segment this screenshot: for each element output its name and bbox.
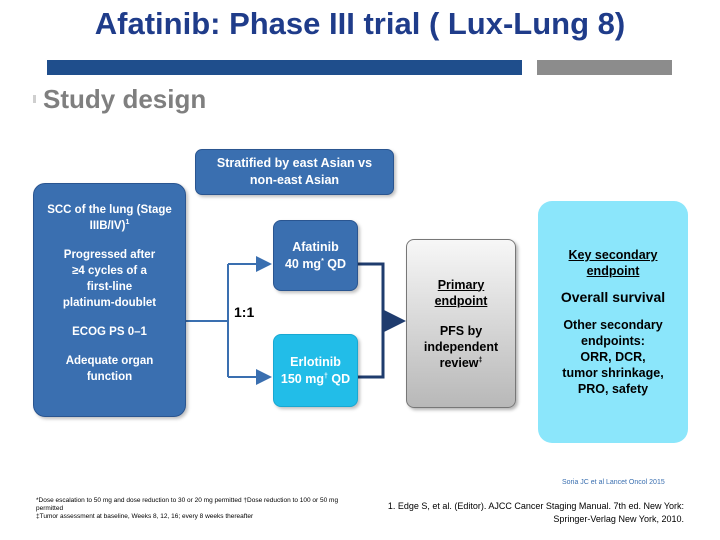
criterion-progression-line-2: ≥4 cycles of a bbox=[72, 265, 147, 277]
subtitle-bullet bbox=[33, 95, 36, 103]
primary-endpoint-text-3: review‡ bbox=[440, 355, 483, 371]
erlotinib-drug-name: Erlotinib bbox=[290, 354, 341, 369]
citation: Soria JC et al Lancet Oncol 2015 bbox=[562, 479, 665, 486]
other-secondary-line-4: tumor shrinkage, bbox=[562, 366, 664, 380]
erlotinib-dose-schedule: QD bbox=[327, 371, 351, 386]
criterion-organ-line-2: function bbox=[86, 371, 133, 383]
slide-subtitle: Study design bbox=[43, 84, 207, 114]
footnote-line-2: ‡Tumor assessment at baseline, Weeks 8, … bbox=[36, 513, 254, 520]
afatinib-dose-amount: 40 mg bbox=[284, 256, 322, 271]
criterion-progression-line-4: platinum-doublet bbox=[62, 297, 157, 309]
primary-endpoint-box: Primary endpoint PFS by independent revi… bbox=[406, 239, 516, 408]
primary-endpoint-heading-2: endpoint bbox=[434, 293, 488, 308]
erlotinib-dose-amount: 150 mg bbox=[280, 371, 324, 386]
primary-endpoint-text-1: PFS by bbox=[439, 323, 483, 338]
stratification-box: Stratified by east Asian vs non-east Asi… bbox=[195, 149, 394, 195]
secondary-heading-2: endpoint bbox=[586, 264, 640, 278]
criterion-organ-function: Adequate organ function bbox=[58, 353, 162, 385]
criterion-progression-line-3: first-line bbox=[86, 281, 133, 293]
stratification-line-1: Stratified by east Asian vs bbox=[216, 156, 373, 170]
afatinib-dose-schedule: QD bbox=[323, 256, 347, 271]
key-secondary-endpoint: Overall survival bbox=[560, 289, 666, 305]
criterion-scc-line-2: IIIB/IV)1 bbox=[47, 218, 172, 234]
criterion-organ-line-1: Adequate organ bbox=[65, 355, 154, 367]
footnote-line-1: *Dose escalation to 50 mg and dose reduc… bbox=[36, 497, 339, 512]
other-secondary-line-3: ORR, DCR, bbox=[580, 350, 646, 364]
criterion-progression-line-1: Progressed after bbox=[63, 249, 156, 261]
secondary-endpoints-box: Key secondary endpoint Overall survival … bbox=[538, 201, 688, 443]
other-secondary-line-1: Other secondary bbox=[563, 318, 663, 332]
criterion-progression: Progressed after ≥4 cycles of a first-li… bbox=[55, 247, 164, 311]
criterion-scc: SCC of the lung (Stage IIIB/IV)1 bbox=[39, 202, 180, 234]
randomization-ratio: 1:1 bbox=[234, 304, 255, 320]
title-underline-blue bbox=[47, 60, 522, 75]
dose-footnotes: *Dose escalation to 50 mg and dose reduc… bbox=[36, 497, 356, 521]
other-secondary-line-2: endpoints: bbox=[581, 334, 645, 348]
reference-line-1: 1. Edge S, et al. (Editor). AJCC Cancer … bbox=[387, 501, 684, 511]
erlotinib-dose-footnote-mark: † bbox=[323, 372, 328, 380]
afatinib-arm-box: Afatinib 40 mg* QD bbox=[273, 220, 358, 291]
afatinib-dose: 40 mg* QD bbox=[285, 256, 346, 273]
afatinib-dose-footnote-mark: * bbox=[321, 257, 324, 265]
erlotinib-dose: 150 mg† QD bbox=[281, 371, 350, 388]
primary-endpoint-text-2: independent bbox=[423, 339, 499, 354]
criterion-ecog: ECOG PS 0–1 bbox=[72, 326, 147, 338]
connector-erlotinib-out bbox=[358, 321, 385, 379]
erlotinib-arm-box: Erlotinib 150 mg† QD bbox=[273, 334, 358, 407]
criterion-scc-line-2-text: IIIB/IV) bbox=[89, 220, 126, 232]
title-underline-gray bbox=[537, 60, 672, 75]
slide-title: Afatinib: Phase III trial ( Lux-Lung 8) bbox=[94, 6, 626, 41]
afatinib-drug-name: Afatinib bbox=[292, 239, 339, 254]
reference-line-2: Springer-Verlag New York, 2010. bbox=[553, 514, 684, 524]
eligibility-criteria-box: SCC of the lung (Stage IIIB/IV)1 Progres… bbox=[33, 183, 186, 417]
criterion-scc-ref: 1 bbox=[125, 219, 130, 227]
other-secondary-line-5: PRO, safety bbox=[577, 382, 649, 396]
connector-afatinib-out bbox=[358, 262, 385, 321]
secondary-heading-1: Key secondary bbox=[568, 248, 658, 262]
reference: 1. Edge S, et al. (Editor). AJCC Cancer … bbox=[360, 500, 684, 526]
primary-endpoint-footnote-mark: ‡ bbox=[478, 356, 483, 364]
criterion-scc-line-1: SCC of the lung (Stage bbox=[47, 204, 172, 216]
primary-endpoint-heading-1: Primary bbox=[437, 277, 485, 292]
primary-endpoint-review: review bbox=[439, 355, 479, 370]
stratification-line-2: non-east Asian bbox=[249, 173, 340, 187]
